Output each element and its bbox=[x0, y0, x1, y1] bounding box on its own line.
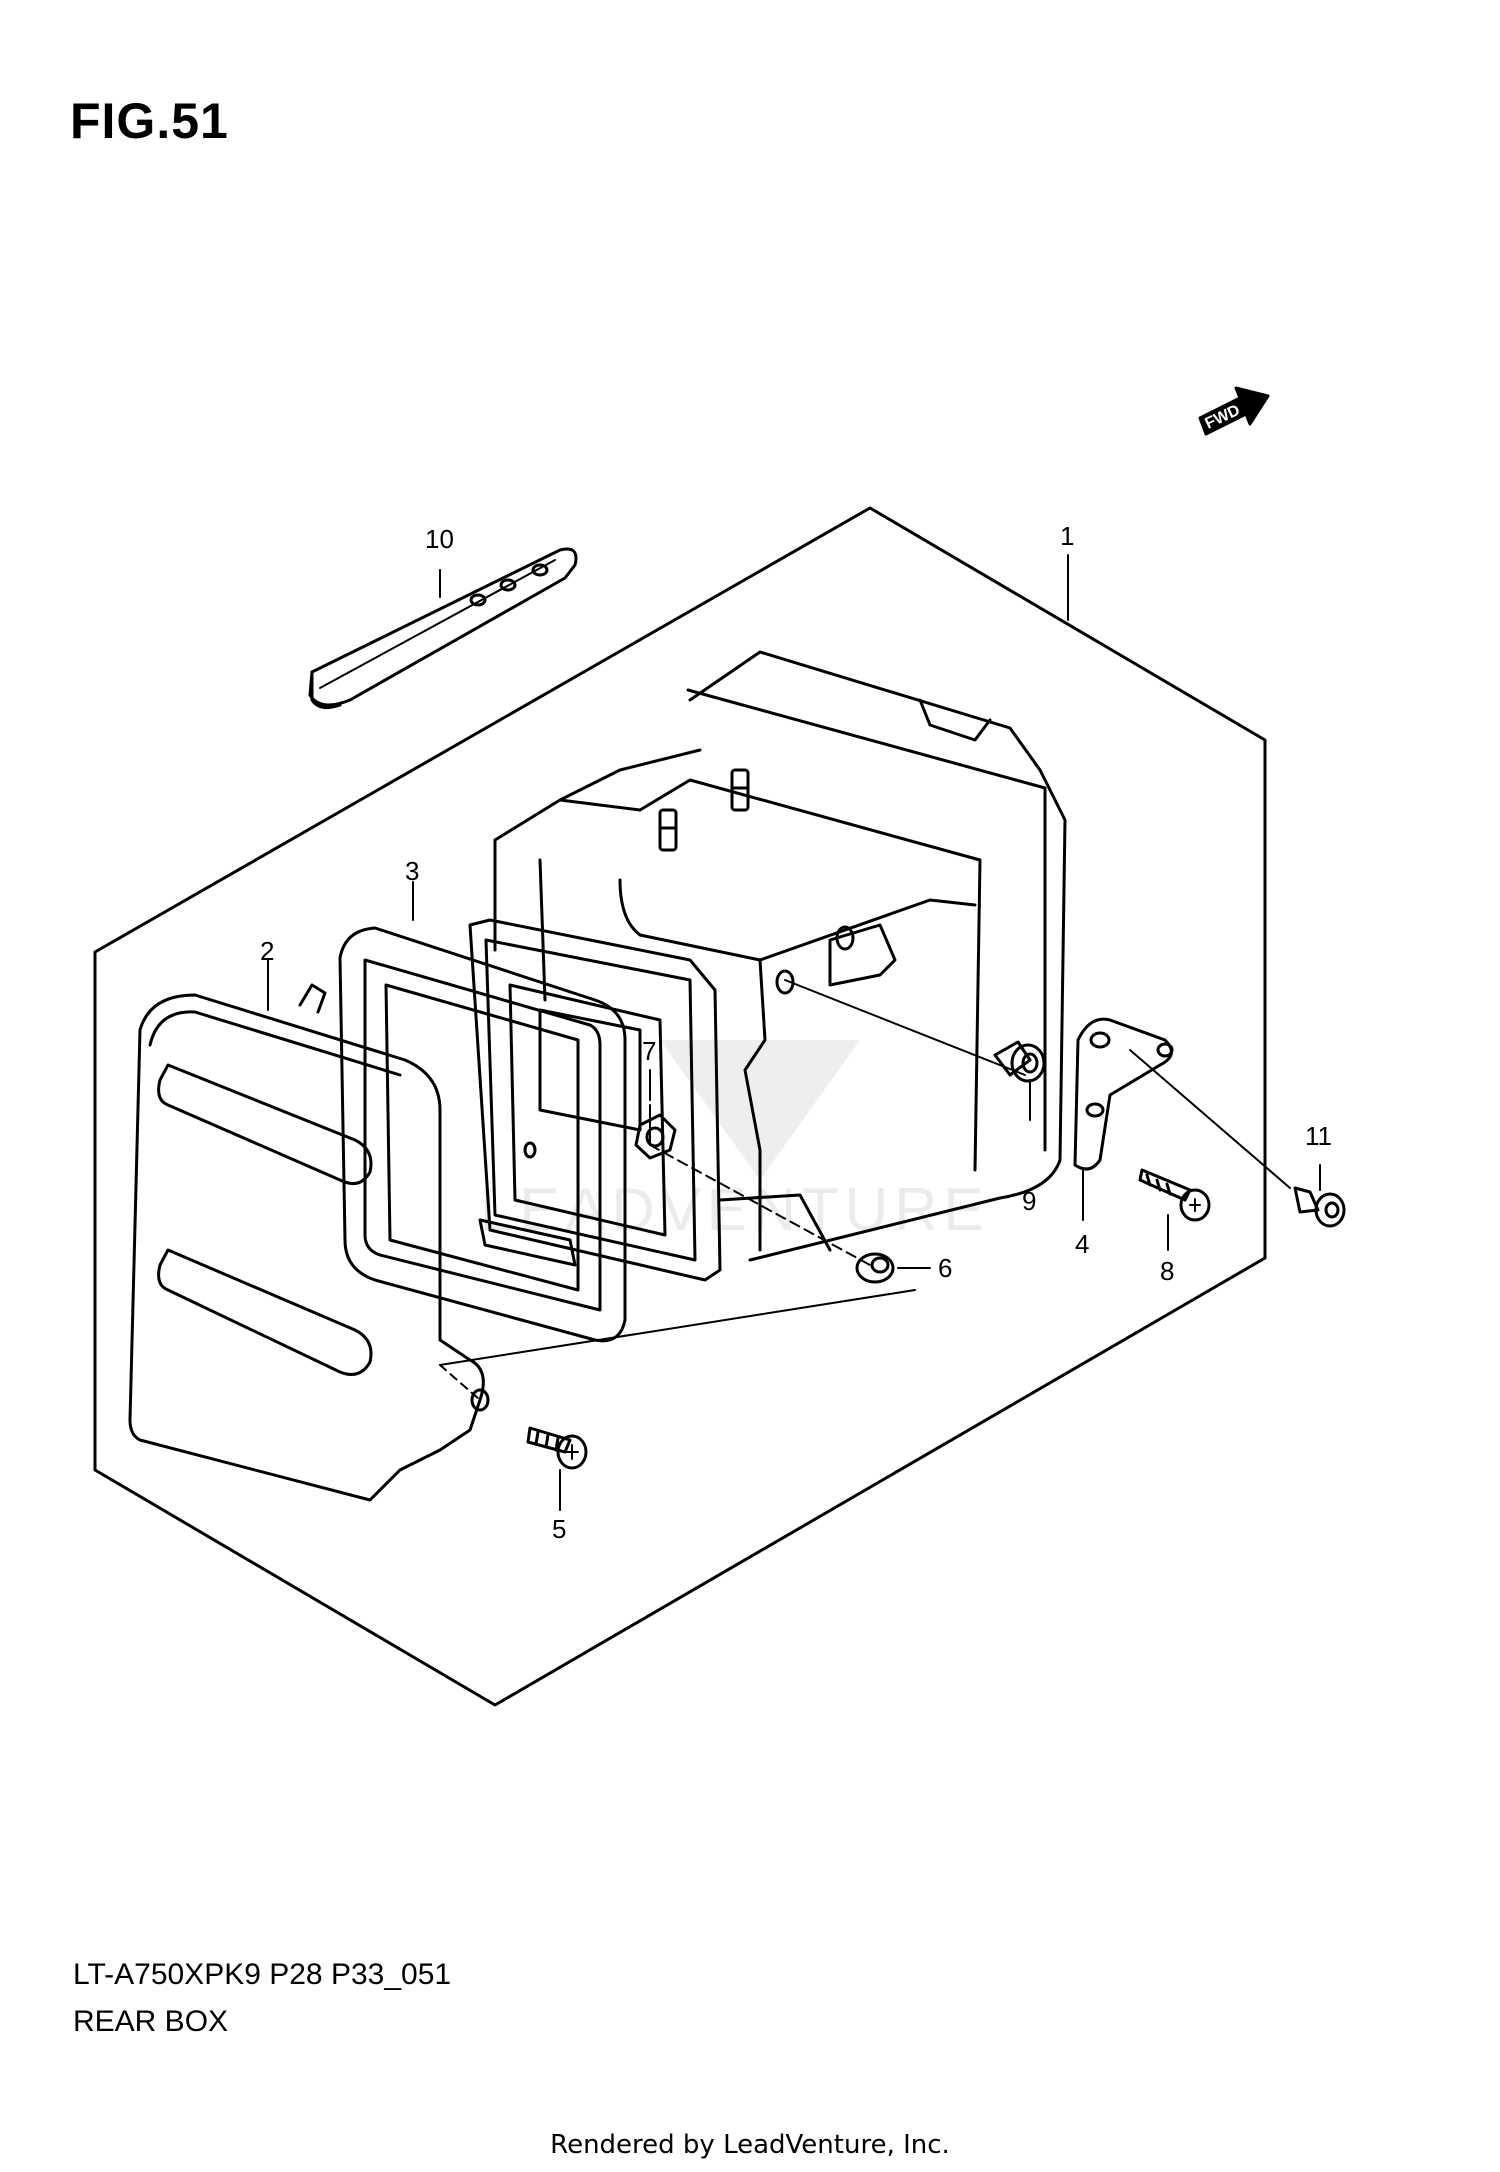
part-2-cover bbox=[128, 983, 490, 1502]
callout-5: 5 bbox=[552, 1514, 566, 1544]
leader-lines bbox=[439, 979, 1291, 1401]
part-10-strap bbox=[308, 547, 578, 710]
part-5-screw bbox=[526, 1426, 588, 1470]
part-8-screw bbox=[1138, 1168, 1211, 1222]
callout-3: 3 bbox=[405, 856, 419, 886]
section-name: REAR BOX bbox=[73, 2005, 229, 2038]
part-11-bolt bbox=[1293, 1186, 1346, 1228]
callout-7: 7 bbox=[642, 1036, 656, 1066]
part-4-bracket bbox=[1073, 1017, 1174, 1171]
callout-11: 11 bbox=[1305, 1121, 1332, 1151]
part-9-plug bbox=[993, 1040, 1046, 1083]
watermark: LEADVENTURE bbox=[480, 1040, 983, 1243]
callout-10: 10 bbox=[425, 524, 454, 554]
callout-8: 8 bbox=[1160, 1256, 1174, 1286]
model-code: LT-A750XPK9 P28 P33_051 bbox=[73, 1958, 452, 1991]
callout-4: 4 bbox=[1075, 1229, 1089, 1259]
assembly-outline bbox=[93, 506, 1267, 1707]
callout-labels: 1 2 3 4 5 6 7 8 9 10 11 bbox=[260, 521, 1332, 1544]
fwd-arrow-icon: FWD bbox=[1198, 386, 1270, 436]
callout-leaders bbox=[267, 554, 1321, 1511]
part-3-frame bbox=[338, 926, 627, 1343]
part-7-grommet bbox=[634, 1113, 677, 1160]
callout-2: 2 bbox=[260, 936, 274, 966]
footer-credit: Rendered by LeadVenture, Inc. bbox=[550, 2130, 950, 2160]
part-6-washer bbox=[855, 1252, 895, 1284]
callout-6: 6 bbox=[938, 1253, 952, 1283]
callout-1: 1 bbox=[1060, 521, 1074, 551]
rear-box-body bbox=[468, 650, 1067, 1282]
figure-title: FIG.51 bbox=[70, 93, 229, 149]
callout-9: 9 bbox=[1022, 1186, 1036, 1216]
